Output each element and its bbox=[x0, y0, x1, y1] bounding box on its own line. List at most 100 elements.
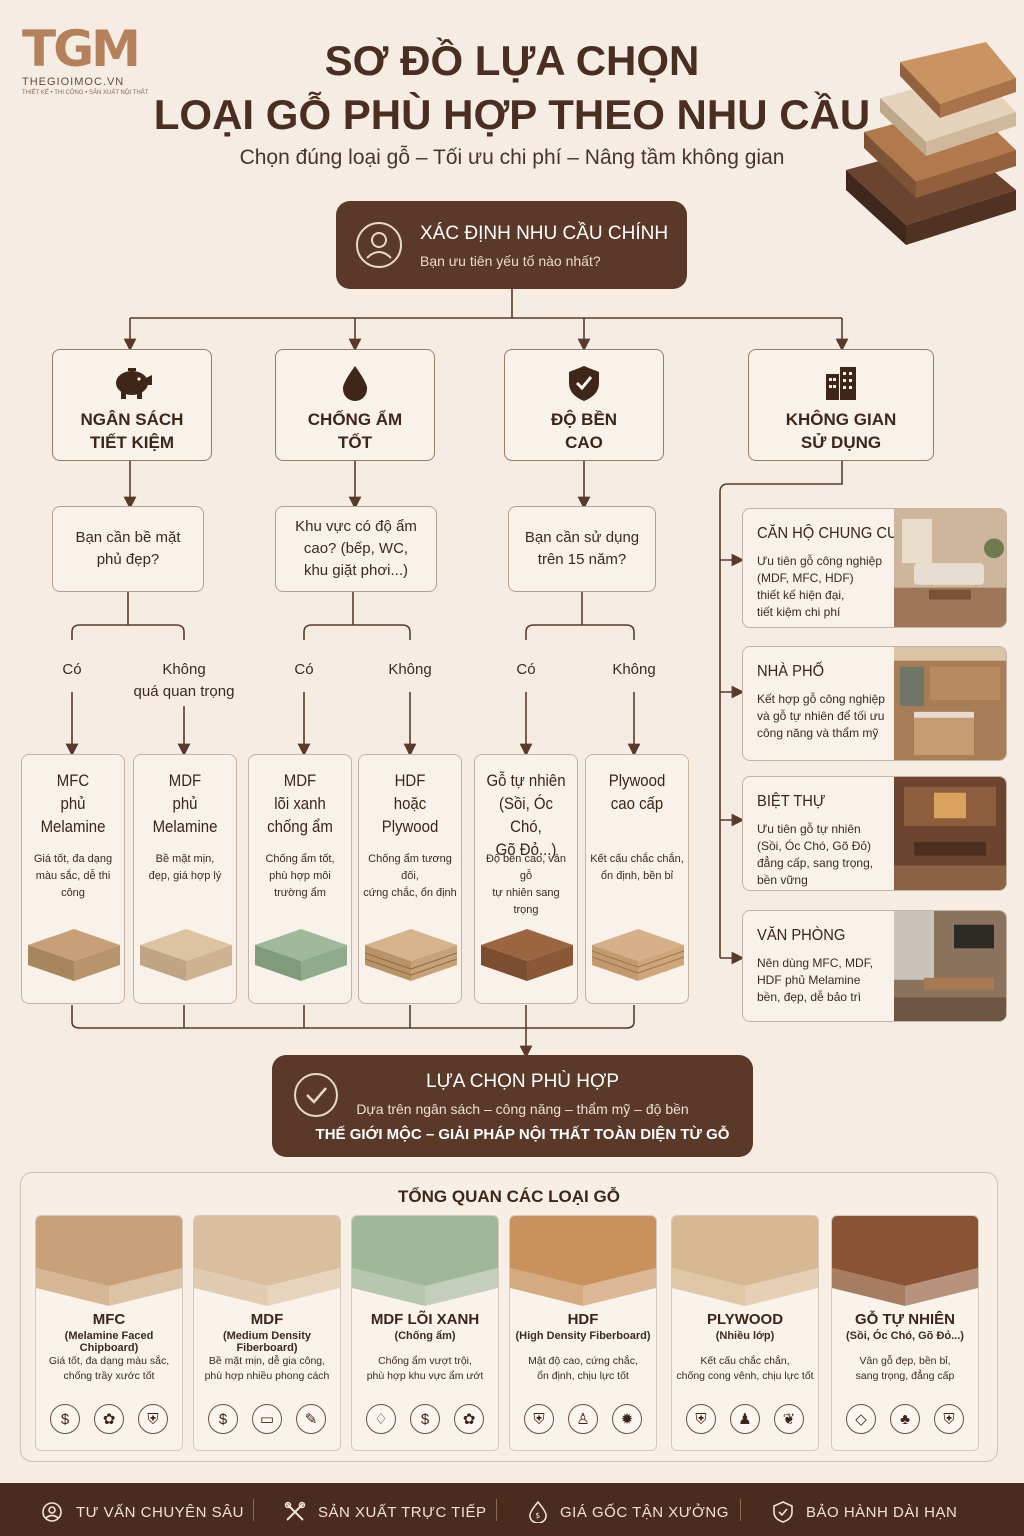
space-apartment-title: CĂN HỘ CHUNG CƯ bbox=[757, 525, 900, 542]
mdf-board-image bbox=[140, 929, 232, 981]
main-need-title: XÁC ĐỊNH NHU CẦU CHÍNH bbox=[420, 223, 669, 244]
option-mdf-green-d2: phù hợp môi bbox=[269, 870, 331, 882]
villa-photo bbox=[894, 777, 1006, 890]
option-mfc: MFC phủ Melamine Giá tốt, đa dạng màu sắc,… bbox=[21, 754, 125, 1004]
answer-yes-3: Có bbox=[516, 661, 536, 678]
option-mdf-green-d1: Chống ẩm tốt, bbox=[265, 853, 335, 865]
dollar-icon: $ bbox=[410, 1404, 440, 1434]
wood-card-name: MDF LÕI XANH bbox=[370, 1311, 480, 1328]
wood-swatch-image bbox=[832, 1216, 978, 1306]
wood-card-subtitle: (Chống ẩm) bbox=[394, 1330, 456, 1342]
option-plywood-n1: Plywood bbox=[608, 771, 666, 790]
option-mfc-d1: Giá tốt, đa dạng bbox=[33, 853, 113, 865]
space-villa-d3: đẳng cấp, sang trọng, bbox=[757, 856, 874, 870]
footer-production-label: SẢN XUẤT TRỰC TIẾP bbox=[318, 1503, 487, 1521]
option-mfc-n2: phủ Melamine bbox=[40, 794, 106, 836]
shield-icon: ⛨ bbox=[138, 1404, 168, 1434]
category-space-l2: SỬ DỤNG bbox=[800, 433, 882, 452]
shield-icon bbox=[566, 364, 602, 407]
option-natural-wood-d2: tự nhiên sang trọng bbox=[492, 887, 560, 916]
space-office-d3: bền, đẹp, dễ bảo trì bbox=[757, 990, 862, 1004]
option-natural-wood: Gỗ tự nhiên(Sồi, Óc Chó,Gõ Đỏ...) Độ bền… bbox=[474, 754, 578, 1004]
category-durability-l2: CAO bbox=[565, 433, 603, 452]
space-apartment-d3: thiết kế hiện đại, bbox=[757, 588, 845, 602]
svg-text:$: $ bbox=[535, 1511, 541, 1520]
wood-swatch-image bbox=[194, 1216, 340, 1306]
tree-icon: ♣ bbox=[890, 1404, 920, 1434]
option-mfc-n1: MFC bbox=[56, 771, 90, 790]
question-lifespan-l1: Bạn cần sử dụng bbox=[524, 529, 640, 546]
wood-card: MDF LÕI XANH (Chống ẩm) Chống ẩm vượt trội… bbox=[351, 1215, 499, 1451]
wood-card-desc-2: ổn định, chịu lực tốt bbox=[537, 1370, 629, 1382]
wood-card-desc-1: Vân gỗ đẹp, bền bỉ, bbox=[859, 1355, 951, 1367]
result-subtitle: Dựa trên ngân sách – công năng – thẩm mỹ… bbox=[356, 1101, 689, 1117]
palette-icon: ✿ bbox=[454, 1404, 484, 1434]
overview-panel: TỔNG QUAN CÁC LOẠI GỖ MFC(Melamine Faced… bbox=[20, 1172, 998, 1462]
wood-card-subtitle: (Melamine Faced Chipboard) bbox=[64, 1330, 154, 1354]
gear-icon: ✹ bbox=[612, 1404, 642, 1434]
option-mfc-d2: màu sắc, dễ thi công bbox=[35, 870, 111, 899]
title-line-2: LOẠI GỖ PHÙ HỢP THEO NHU CẦU bbox=[153, 91, 871, 138]
apartment-photo bbox=[894, 509, 1006, 627]
wood-swatch-image bbox=[352, 1216, 498, 1306]
category-space-l1: KHÔNG GIAN bbox=[785, 410, 897, 429]
option-natural-wood-n3: Gõ Đỏ...) bbox=[495, 840, 557, 859]
wood-card-name: PLYWOOD bbox=[706, 1311, 784, 1328]
townhouse-photo bbox=[894, 647, 1006, 760]
option-mdf-green-n2: lõi xanh bbox=[274, 794, 326, 813]
footer-item-price: $ GIÁ GỐC TẬN XƯỞNG bbox=[528, 1501, 729, 1523]
answer-yes-2: Có bbox=[294, 661, 314, 678]
space-villa-d4: bền vững bbox=[757, 873, 808, 887]
footer-item-warranty: BẢO HÀNH DÀI HẠN bbox=[772, 1501, 957, 1523]
check-circle-icon bbox=[294, 1073, 338, 1117]
option-plywood-d1: Kết cấu chắc chắn, bbox=[590, 853, 684, 865]
user-icon bbox=[356, 222, 402, 268]
wood-card-subtitle: (Sồi, Óc Chó, Gõ Đỏ...) bbox=[846, 1330, 964, 1342]
wood-card-desc-1: Chống ẩm vượt trội, bbox=[378, 1355, 472, 1367]
natural-wood-board-image bbox=[481, 929, 573, 981]
result-slogan: THẾ GIỚI MỘC – GIẢI PHÁP NỘI THẤT TOÀN D… bbox=[315, 1126, 730, 1143]
footer-warranty-label: BẢO HÀNH DÀI HẠN bbox=[806, 1503, 958, 1521]
option-hdf-n2: hoặc Plywood bbox=[381, 794, 439, 836]
dollar-icon: $ bbox=[50, 1404, 80, 1434]
building-icon bbox=[822, 364, 860, 407]
option-mdf-d1: Bề mặt mịn, bbox=[155, 853, 215, 865]
option-natural-wood-n2: (Sồi, Óc Chó, bbox=[498, 794, 554, 836]
category-moisture-l2: TỐT bbox=[338, 433, 372, 452]
water-drop-icon bbox=[340, 364, 370, 407]
answer-yes-1: Có bbox=[62, 661, 82, 678]
tray-icon: ▭ bbox=[252, 1404, 282, 1434]
logo-site: THEGIOIMOC.VN bbox=[22, 76, 125, 88]
space-office: VĂN PHÒNG Nên dùng MFC, MDF,HDF phủ Mela… bbox=[742, 910, 1007, 1022]
footer-divider bbox=[740, 1499, 741, 1521]
wood-card: GỖ TỰ NHIÊN(Sồi, Óc Chó, Gõ Đỏ...)Vân gỗ… bbox=[831, 1215, 979, 1451]
result-box: LỰA CHỌN PHÙ HỢP Dựa trên ngân sách – cô… bbox=[272, 1055, 753, 1157]
wood-card-name: MDF bbox=[250, 1311, 284, 1328]
wood-swatch-image bbox=[36, 1216, 182, 1306]
office-photo bbox=[894, 911, 1006, 1021]
wood-swatch-image bbox=[672, 1216, 818, 1306]
piggy-bank-icon bbox=[111, 364, 153, 405]
answer-no-1-l2: quá quan trọng bbox=[133, 683, 235, 700]
warranty-shield-icon bbox=[773, 1501, 793, 1523]
wood-card-desc-1: Giá tốt, đa dạng màu sắc, bbox=[48, 1355, 170, 1367]
category-budget-l1: NGÂN SÁCH bbox=[80, 410, 184, 429]
wood-card-desc-1: Kết cấu chắc chắn, bbox=[700, 1355, 790, 1367]
tools-icon bbox=[284, 1501, 306, 1521]
worker-icon: ♟ bbox=[730, 1404, 760, 1434]
shield-icon: ⛨ bbox=[686, 1404, 716, 1434]
space-villa-d1: Ưu tiên gỗ tự nhiên bbox=[757, 822, 861, 836]
space-apartment-d1: Ưu tiên gỗ công nghiệp bbox=[757, 554, 883, 568]
shield-icon: ⛨ bbox=[524, 1404, 554, 1434]
category-space: KHÔNG GIAN SỬ DỤNG bbox=[748, 349, 934, 461]
space-apartment-d4: tiết kiệm chi phí bbox=[757, 605, 841, 619]
category-durability-l1: ĐỘ BỀN bbox=[550, 410, 618, 429]
